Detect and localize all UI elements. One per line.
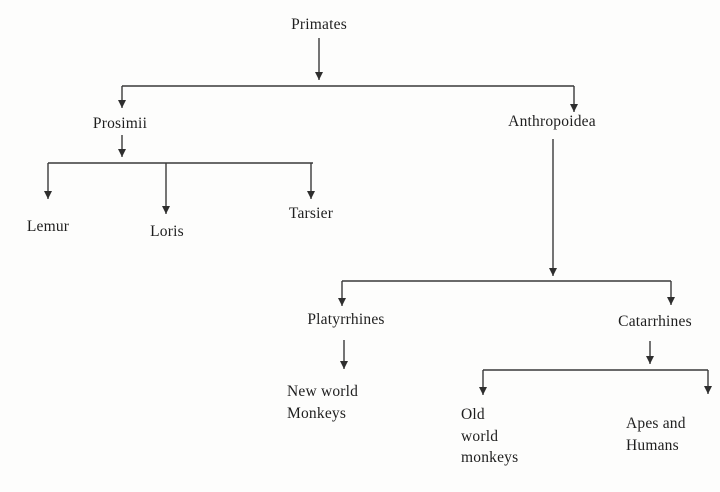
node-anthropoidea: Anthropoidea xyxy=(508,113,596,130)
node-tarsier: Tarsier xyxy=(288,205,334,222)
node-old-world-monkeys: Old world monkeys xyxy=(461,406,519,466)
node-prosimii: Prosimii xyxy=(92,115,148,132)
node-platyrrhines: Platyrrhines xyxy=(307,311,385,328)
node-apes-and-humans: Apes and Humans xyxy=(626,415,686,454)
node-primates: Primates xyxy=(291,16,347,33)
node-loris: Loris xyxy=(150,223,184,240)
node-catarrhines: Catarrhines xyxy=(618,313,692,330)
node-lemur: Lemur xyxy=(26,218,70,235)
node-new-world-monkeys: New world Monkeys xyxy=(287,383,359,422)
